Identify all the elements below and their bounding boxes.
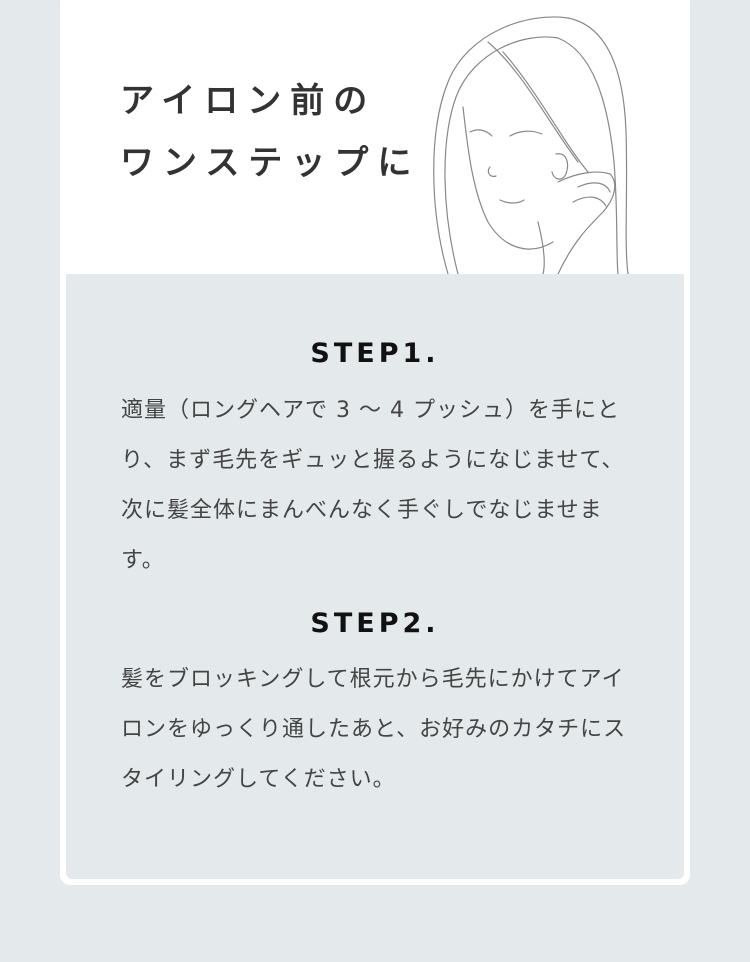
step1-body: 適量（ロングヘアで 3 ～ 4 プッシュ）を手にとり、まず毛先をギュッと握るよう…	[121, 398, 625, 573]
step2-body: 髪をブロッキングして根元から毛先にかけてアイロンをゆっくり通したあと、お好みのカ…	[121, 667, 627, 792]
title-line-1: アイロン前の	[120, 81, 377, 121]
steps-panel: STEP1. 適量（ロングヘアで 3 ～ 4 プッシュ）を手にとり、まず毛先をギ…	[66, 274, 684, 879]
step2-heading: STEP2.	[310, 608, 440, 639]
woman-hair-illustration-icon	[433, 16, 629, 274]
instruction-card: アイロン前の ワンステップに STEP1. 適量（ロングヘアで 3 ～ 4 プッ…	[60, 0, 690, 885]
title-line-2: ワンステップに	[120, 143, 421, 183]
step1-heading: STEP1.	[310, 338, 440, 369]
page-title: アイロン前の ワンステップに	[120, 70, 420, 194]
